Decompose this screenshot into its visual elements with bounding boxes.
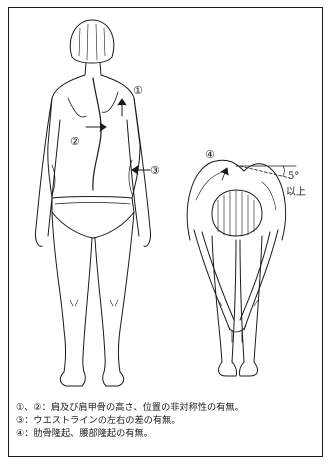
right-arm — [127, 98, 151, 246]
torso-outline — [48, 75, 140, 198]
shoulder-blade-right — [102, 92, 118, 112]
left-arm — [35, 98, 60, 246]
shoulder-blade-left — [68, 98, 86, 117]
standing-figure-back-view — [35, 20, 150, 386]
spine-curve — [93, 78, 101, 190]
bent-legs — [212, 236, 262, 362]
marker-2: ② — [70, 135, 80, 148]
slope-line — [240, 166, 290, 178]
neck — [85, 63, 101, 75]
angle-value: 5° — [288, 171, 299, 182]
marker-1: ① — [133, 84, 143, 97]
caption-line-3: ④：肋骨隆起、腰部隆起の有無。 — [16, 428, 316, 441]
bent-head-hair — [212, 190, 262, 236]
caption-line-2: ③：ウエストラインの左右の差の有無。 — [16, 415, 316, 428]
angle-qualifier: 以上 — [286, 186, 306, 198]
head-hair — [70, 20, 114, 63]
scoliosis-screening-illustration: ① ② ③ ④ 5° 以上 — [0, 0, 331, 400]
figure-caption: ①、②：肩及び肩甲骨の高さ、位置の非対称性の有無。 ③：ウエストラインの左右の差… — [16, 402, 316, 440]
marker-3: ③ — [150, 164, 160, 177]
back-outline — [187, 160, 285, 240]
left-foot — [60, 372, 85, 386]
caption-line-1: ①、②：肩及び肩甲骨の高さ、位置の非対称性の有無。 — [16, 402, 316, 415]
right-foot — [103, 372, 124, 386]
marker-4: ④ — [205, 148, 215, 161]
forward-bend-figure — [187, 160, 296, 376]
bent-feet — [219, 362, 258, 376]
